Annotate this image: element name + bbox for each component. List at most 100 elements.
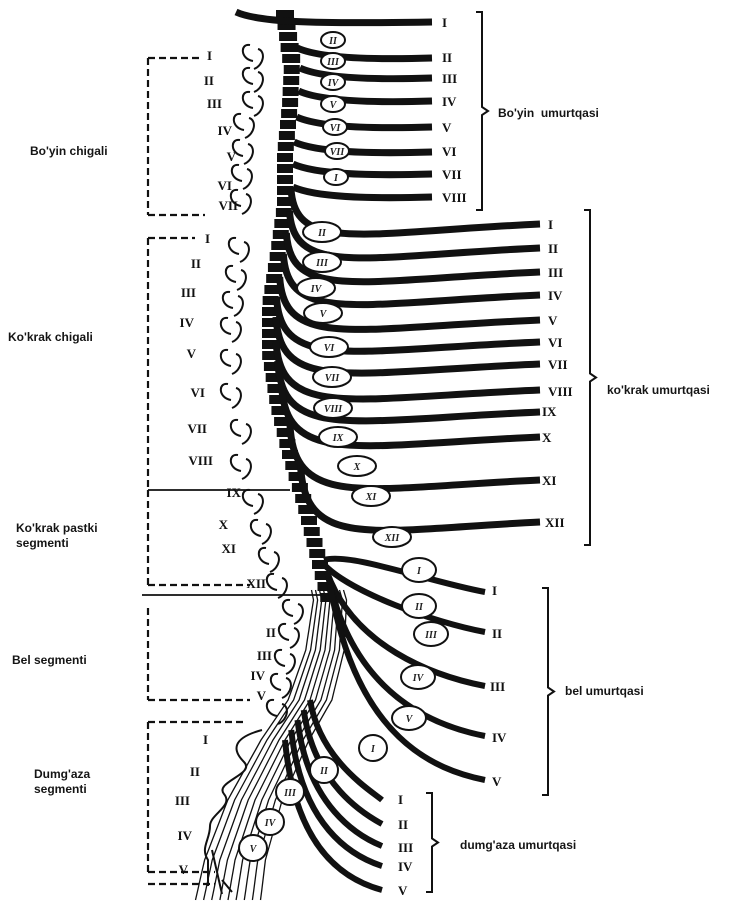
bone-numeral: IV xyxy=(327,78,340,89)
cervical-nerve xyxy=(236,12,432,23)
cervical-nerve xyxy=(297,117,432,128)
bracket-cervical xyxy=(476,12,488,210)
bone-thoracic: II xyxy=(303,222,341,242)
numeral-cervical-right: III xyxy=(442,71,457,86)
numeral-cervical-left: VI xyxy=(218,178,232,193)
bracket-thoracic xyxy=(584,210,596,545)
numeral-cervical-right: I xyxy=(442,15,447,30)
bone-numeral: X xyxy=(353,462,361,473)
numeral-cervical-left: V xyxy=(227,149,237,164)
bone-numeral: II xyxy=(319,766,329,777)
numeral-cervical-right: V xyxy=(442,120,452,135)
bone-sacral: I xyxy=(359,735,387,761)
vertebra-block xyxy=(279,32,297,41)
numeral-cervical-left: III xyxy=(207,96,222,111)
bone-cervical: II xyxy=(321,32,345,48)
label-sacral-segment: Dumg'aza segmenti xyxy=(34,767,90,797)
bone-numeral: IV xyxy=(412,673,425,684)
vertebra-block xyxy=(281,109,297,118)
cervical-nerve xyxy=(293,187,432,198)
vertebra-block xyxy=(282,54,300,63)
vertebra-block xyxy=(277,175,293,184)
numeral-sacral-left: V xyxy=(179,862,189,877)
bone-numeral: III xyxy=(326,57,340,68)
bone-lumbar: II xyxy=(402,594,436,618)
label-cervical-vertebrae: Bo'yin umurtqasi xyxy=(498,106,599,121)
bone-thoracic: VIII xyxy=(314,398,352,418)
numeral-thoracic-right: II xyxy=(548,241,558,256)
numeral-sacral-right: II xyxy=(398,817,408,832)
numeral-cervical-left: VII xyxy=(218,198,238,213)
numeral-thoracic-right: X xyxy=(542,430,552,445)
numeral-thoracic-left: IV xyxy=(180,315,195,330)
numeral-sacral-right: V xyxy=(398,883,408,898)
bone-numeral: III xyxy=(283,788,297,799)
bone-sacral: IV xyxy=(256,809,284,835)
vertebra-block xyxy=(309,549,325,558)
vertebra-block xyxy=(284,65,300,74)
numeral-lumbar-left: III xyxy=(257,648,272,663)
bone-thoracic: VI xyxy=(310,337,348,357)
bone-lumbar: III xyxy=(414,622,448,646)
bone-numeral: IV xyxy=(264,818,277,829)
vertebra-block xyxy=(278,142,294,151)
bone-numeral: VII xyxy=(325,373,341,384)
numeral-cervical-right: IV xyxy=(442,94,457,109)
numeral-sacral-left: IV xyxy=(178,828,193,843)
bone-numeral: II xyxy=(414,602,424,613)
numeral-thoracic-right: IV xyxy=(548,288,563,303)
numeral-sacral-right: IV xyxy=(398,859,413,874)
roman-numerals: IIIIIIIVVVIVIIIIIIIIIVVVIVIIVIIIIXXXIXII… xyxy=(175,15,573,898)
cervical-nerve xyxy=(299,91,432,102)
label-cervical-plexus: Bo'yin chigali xyxy=(30,144,108,159)
numeral-cervical-right: VII xyxy=(442,167,462,182)
bone-numeral: VIII xyxy=(324,404,343,415)
numeral-lumbar-left: IV xyxy=(251,668,266,683)
label-lumbar-vertebrae: bel umurtqasi xyxy=(565,684,644,699)
vertebra-block xyxy=(283,87,299,96)
numeral-lower-thoracic-left: IX xyxy=(227,485,242,500)
plexus-loop xyxy=(221,238,251,479)
bone-lumbar: IV xyxy=(401,665,435,689)
numeral-sacral-left: I xyxy=(203,732,208,747)
bone-sacral: III xyxy=(276,779,304,805)
thoracic-nerve xyxy=(301,465,541,530)
label-lower-thoracic-segment: Ko'krak pastki segmenti xyxy=(16,521,98,551)
numeral-cervical-right: VIII xyxy=(442,190,467,205)
numeral-lumbar-left: II xyxy=(266,625,276,640)
bone-sacral: II xyxy=(310,757,338,783)
bone-numeral: VI xyxy=(330,123,342,134)
bone-thoracic: IV xyxy=(297,278,335,298)
bone-numeral: III xyxy=(424,630,438,641)
bone-numeral: IV xyxy=(310,284,323,295)
vertebra-block xyxy=(277,164,293,173)
vertebra-block xyxy=(281,43,299,52)
bone-numeral: III xyxy=(315,258,329,269)
numeral-cervical-right: II xyxy=(442,50,452,65)
bone-cervical: III xyxy=(321,53,345,69)
bracket-sacral xyxy=(426,793,438,892)
bone-numeral: XI xyxy=(365,492,378,503)
numeral-thoracic-left: V xyxy=(187,346,197,361)
bone-thoracic: XII xyxy=(373,527,411,547)
cervical-nerve xyxy=(293,164,432,175)
bone-lumbar: V xyxy=(392,706,426,730)
numeral-cervical-left: IV xyxy=(218,123,233,138)
numeral-lumbar-right: I xyxy=(492,583,497,598)
numeral-thoracic-left: III xyxy=(181,285,196,300)
bone-sacral: V xyxy=(239,835,267,861)
label-thoracic-vertebrae: ko'krak umurtqasi xyxy=(607,383,710,398)
bone-cervical: IV xyxy=(321,74,345,90)
bone-thoracic: III xyxy=(303,252,341,272)
numeral-thoracic-left: II xyxy=(191,256,201,271)
cervical-nerve xyxy=(300,68,432,79)
numeral-lower-thoracic-left: X xyxy=(219,517,229,532)
numeral-lumbar-right: IV xyxy=(492,730,507,745)
numeral-thoracic-right: VII xyxy=(548,357,568,372)
vertebra-block xyxy=(301,516,317,525)
bone-numeral: IX xyxy=(332,433,344,444)
numeral-sacral-left: II xyxy=(190,764,200,779)
numeral-lower-thoracic-left: XII xyxy=(246,576,266,591)
numeral-thoracic-right: I xyxy=(548,217,553,232)
